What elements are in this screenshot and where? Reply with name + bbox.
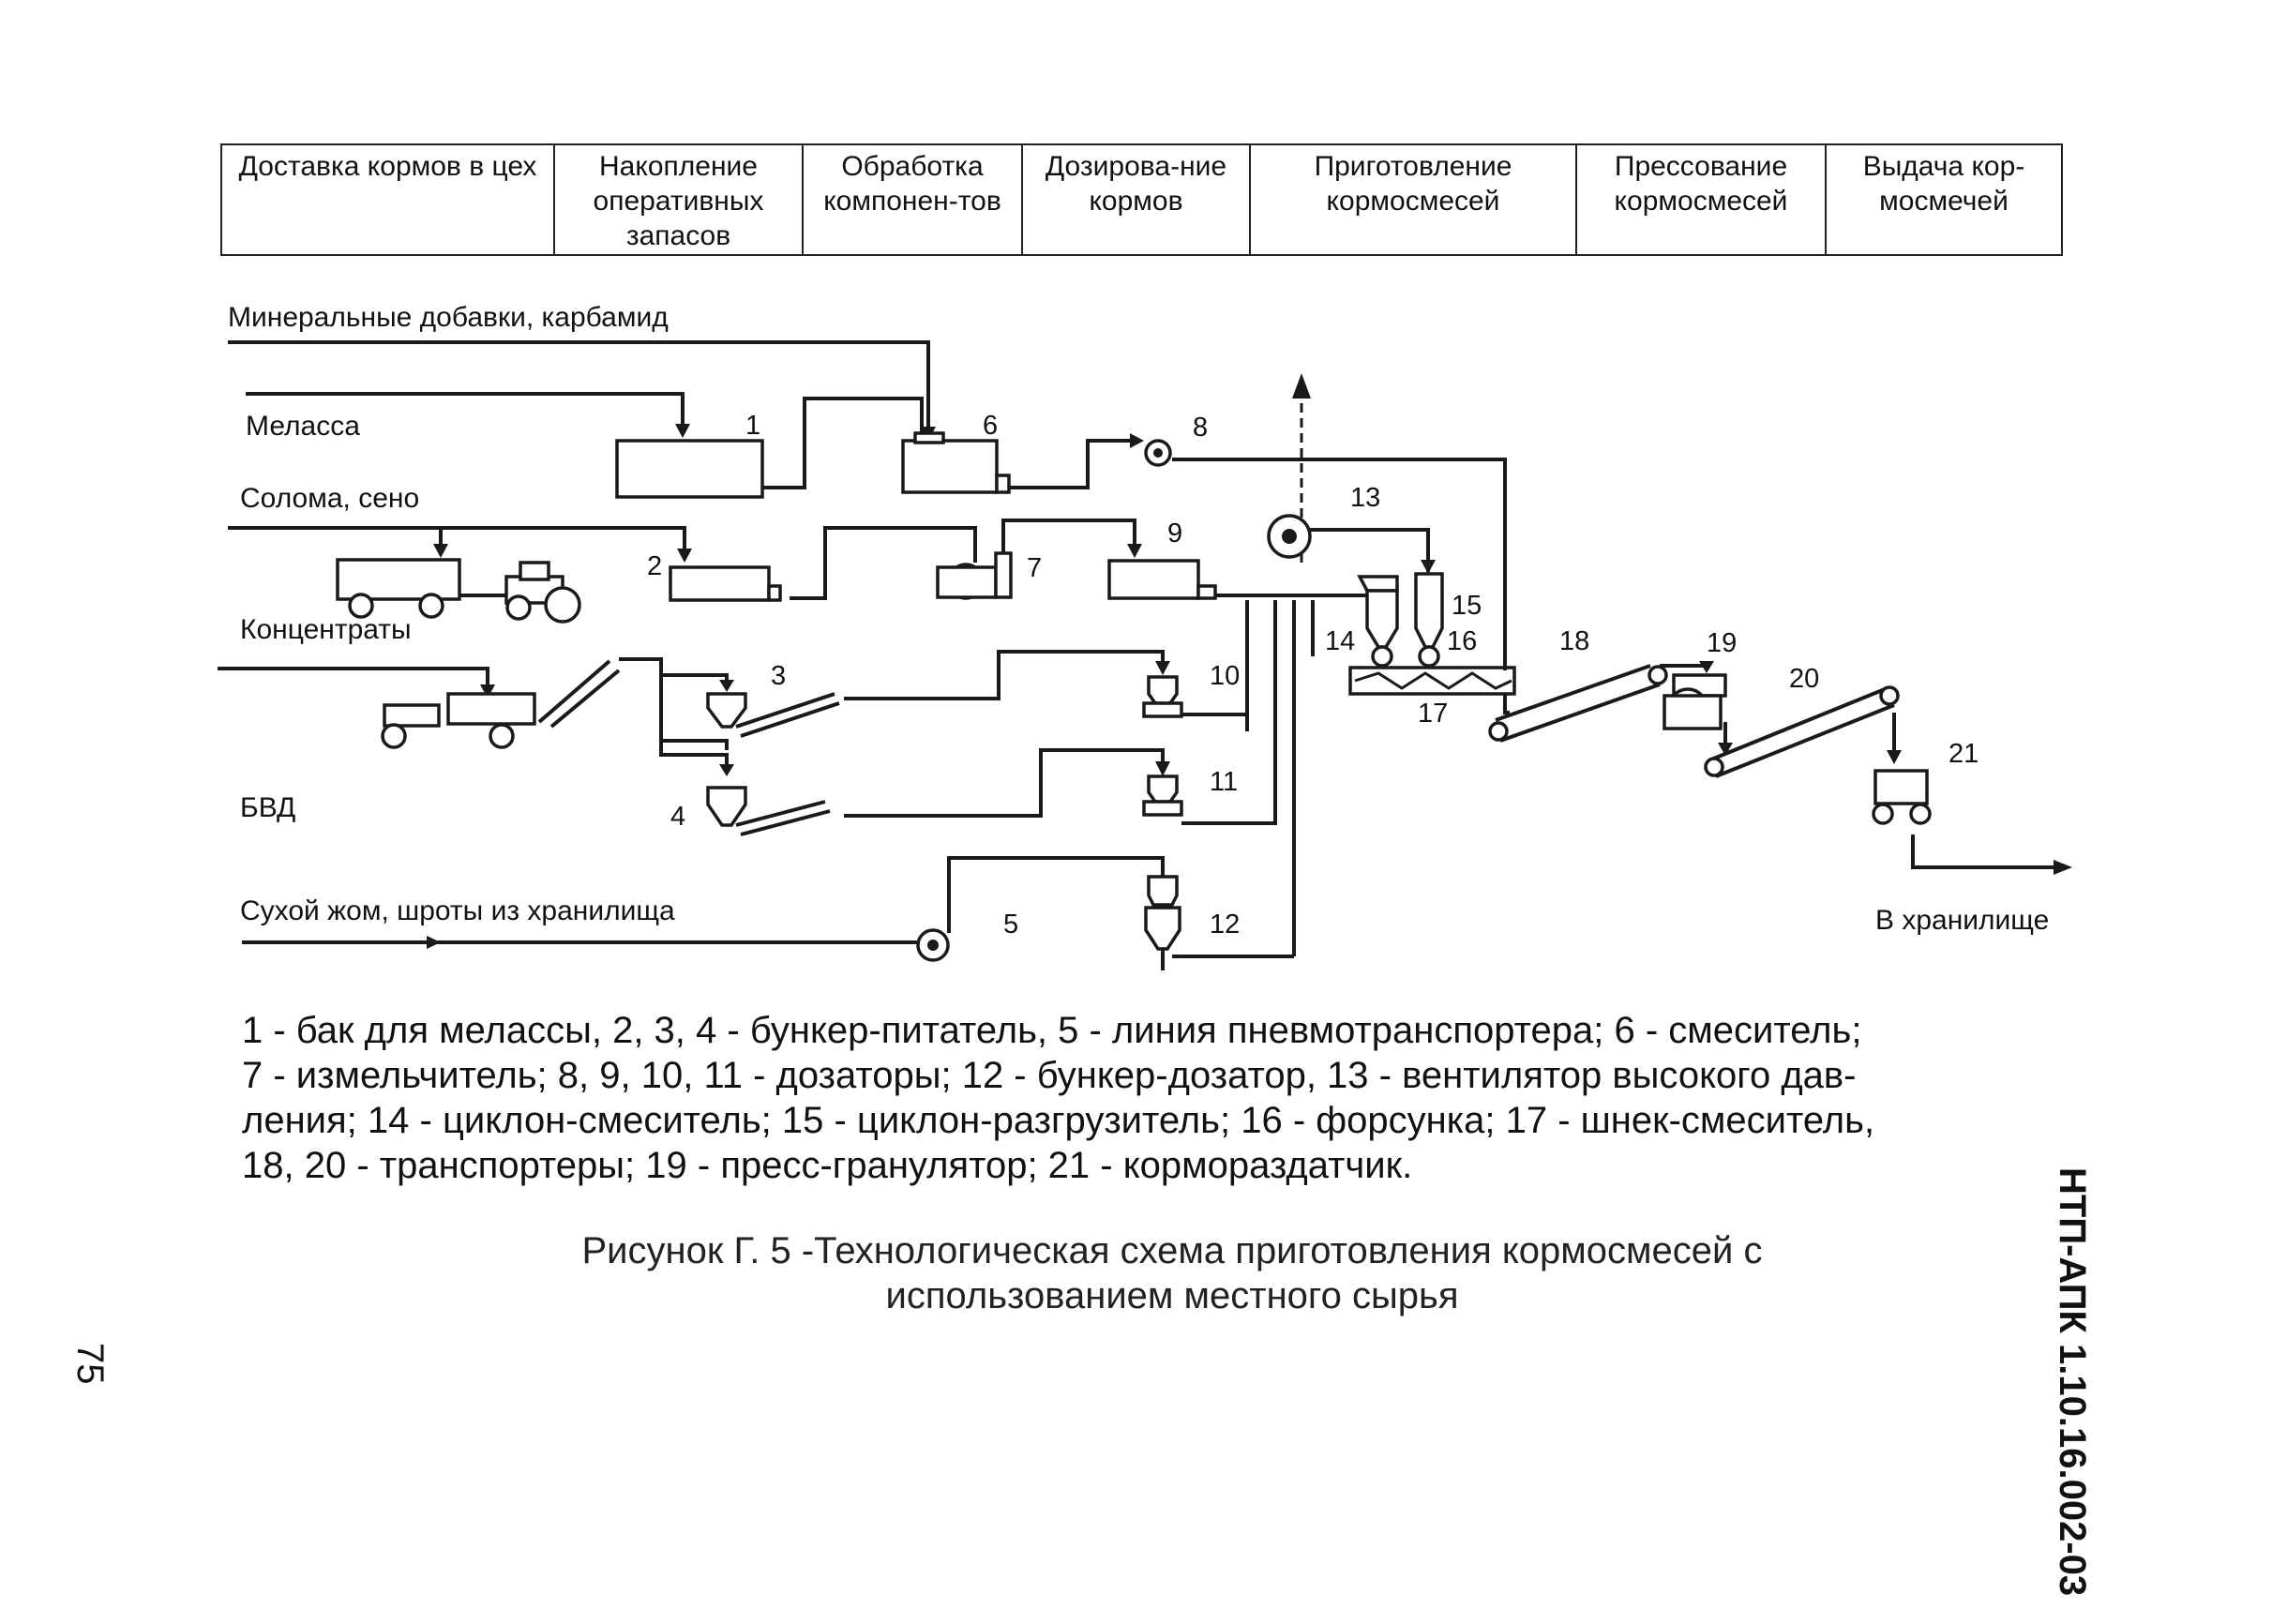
doser-11 bbox=[1147, 774, 1179, 804]
equipment-number: 12 bbox=[1210, 910, 1241, 940]
legend-line: ления; 14 - циклон-смеситель; 15 - цикло… bbox=[242, 1100, 1875, 1141]
output-label: В хранилище bbox=[1875, 905, 2050, 936]
equipment-number: 21 bbox=[1948, 739, 1979, 769]
concentrate-truck bbox=[446, 692, 536, 726]
equipment-number: 2 bbox=[647, 551, 663, 581]
equipment-number: 14 bbox=[1325, 626, 1356, 656]
stage-cell: Доставка кормов в цех bbox=[220, 143, 555, 256]
stage-header-table: Доставка кормов в цех Накопление операти… bbox=[220, 143, 2063, 256]
stage-cell: Прессование кормосмесей bbox=[1575, 143, 1827, 256]
equipment-number: 6 bbox=[983, 411, 999, 441]
trailer bbox=[336, 558, 461, 601]
equipment-number: 10 bbox=[1210, 661, 1241, 691]
equipment-number: 4 bbox=[670, 802, 686, 832]
equipment-number: 7 bbox=[1027, 553, 1043, 583]
nozzle-16 bbox=[1418, 645, 1440, 668]
equipment-number: 20 bbox=[1789, 664, 1820, 694]
mixer bbox=[901, 439, 999, 494]
equipment-number: 8 bbox=[1193, 413, 1209, 443]
stage-cell: Дозирова-ние кормов bbox=[1021, 143, 1251, 256]
input-label-concentrates: Концентраты bbox=[240, 614, 412, 645]
doser-10 bbox=[1147, 675, 1179, 705]
stage-cell: Обработка компонен-тов bbox=[802, 143, 1023, 256]
transporter-20 bbox=[1704, 757, 1724, 777]
molasses-tank bbox=[615, 439, 764, 499]
transporter-18 bbox=[1488, 721, 1509, 742]
equipment-number: 1 bbox=[745, 411, 761, 441]
equipment-number: 3 bbox=[771, 661, 787, 691]
equipment-number: 17 bbox=[1418, 699, 1449, 729]
input-label-bvd: БВД bbox=[240, 792, 296, 823]
equipment-number: 5 bbox=[1003, 910, 1019, 940]
document-code: НТП-АПК 1.10.16.002-03 bbox=[2052, 1167, 2093, 1597]
cyclone-unloader-15 bbox=[1414, 572, 1444, 649]
figure-caption: Рисунок Г. 5 -Технологическая схема приг… bbox=[469, 1228, 1875, 1318]
bunker-doser-12 bbox=[1144, 906, 1181, 951]
input-label-mineral: Минеральные добавки, карбамид bbox=[228, 302, 669, 333]
input-label-straw: Солома, сено bbox=[240, 483, 420, 514]
feeder-bunker-3 bbox=[706, 692, 747, 729]
input-label-dry-pulp: Сухой жом, шроты из хранилища bbox=[240, 895, 675, 926]
legend-line: 1 - бак для мелассы, 2, 3, 4 - бункер-пи… bbox=[242, 1010, 1862, 1051]
feeder-bunker-4 bbox=[706, 786, 747, 827]
caption-line: использованием местного сырья bbox=[885, 1275, 1459, 1316]
legend-line: 18, 20 - транспортеры; 19 - пресс-гранул… bbox=[242, 1145, 1413, 1186]
equipment-number: 19 bbox=[1707, 628, 1738, 658]
process-diagram bbox=[218, 340, 2072, 970]
equipment-number: 16 bbox=[1447, 626, 1478, 656]
equipment-number: 11 bbox=[1210, 767, 1239, 797]
equipment-number: 13 bbox=[1350, 483, 1381, 513]
stage-cell: Выдача кор-мосмечей bbox=[1825, 143, 2063, 256]
equipment-number: 18 bbox=[1559, 626, 1590, 656]
legend-line: 7 - измельчитель; 8, 9, 10, 11 - дозатор… bbox=[242, 1055, 1857, 1096]
screw-mixer-17 bbox=[1348, 666, 1516, 696]
feed-distributor-21 bbox=[1873, 769, 1929, 805]
equipment-number: 15 bbox=[1452, 591, 1482, 621]
stage-cell: Накопление оперативных запасов bbox=[553, 143, 804, 256]
stage-cell: Приготовление кормосмесей bbox=[1249, 143, 1577, 256]
doser-9 bbox=[1107, 559, 1200, 600]
legend: 1 - бак для мелассы, 2, 3, 4 - бункер-пи… bbox=[242, 1008, 2042, 1188]
feeder-bunker-2 bbox=[669, 565, 771, 602]
caption-line: Рисунок Г. 5 -Технологическая схема приг… bbox=[581, 1230, 1763, 1271]
cyclone-mixer-14 bbox=[1365, 589, 1399, 649]
input-label-molasses: Меласса bbox=[246, 411, 360, 442]
equipment-number: 9 bbox=[1167, 519, 1183, 549]
page-number: 75 bbox=[69, 1343, 111, 1385]
